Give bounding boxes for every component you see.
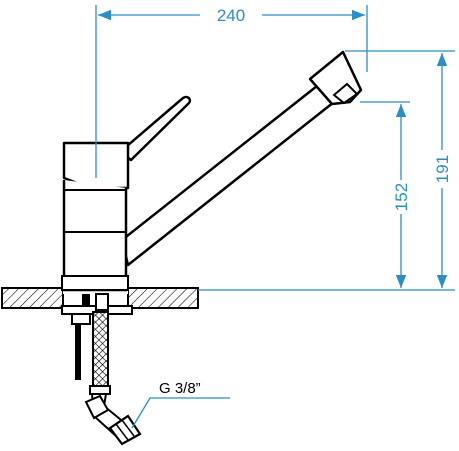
width-dimension-label: 240 <box>217 6 245 25</box>
dimension-lines <box>95 5 455 429</box>
connection-thread-label: G 3/8” <box>159 380 201 397</box>
flexible-hose <box>84 311 142 446</box>
spout <box>120 50 363 267</box>
spout-height-dimension-label: 152 <box>392 183 411 211</box>
total-height-dimension-label: 191 <box>433 155 452 183</box>
lever-handle <box>118 95 192 162</box>
connection-leader-line <box>131 397 230 429</box>
mixer-body <box>61 141 130 292</box>
fixing-assembly <box>61 293 133 380</box>
